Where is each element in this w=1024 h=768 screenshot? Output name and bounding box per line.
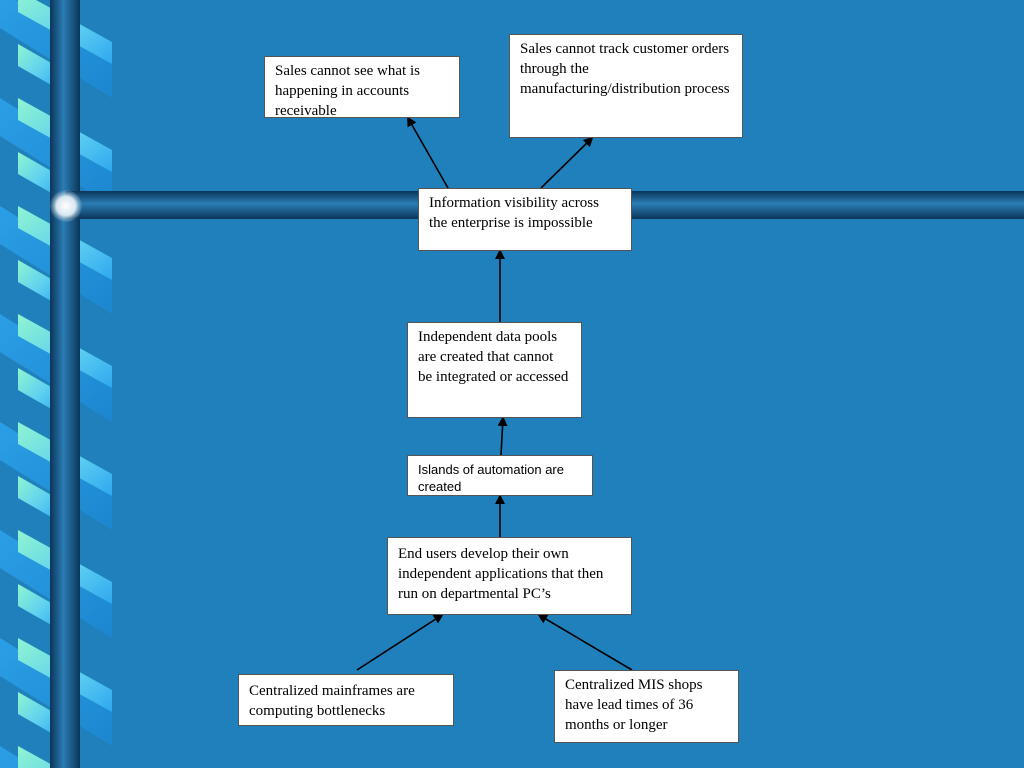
arrow-visibility-to-sales-orders (540, 136, 594, 189)
node-label: Independent data pools are created that … (418, 329, 569, 385)
node-end-users-applications: End users develop their own independent … (387, 537, 632, 615)
node-label: Centralized MIS shops have lead times of… (565, 677, 703, 733)
node-label: Information visibility across the enterp… (429, 195, 599, 231)
node-independent-data-pools: Independent data pools are created that … (407, 322, 582, 418)
node-islands-of-automation: Islands of automation are created (407, 455, 593, 496)
node-label: End users develop their own independent … (398, 546, 604, 602)
node-label: Islands of automation are created (418, 462, 564, 494)
arrow-mainframes-to-end-users (356, 613, 444, 671)
arrow-mis-to-end-users (537, 613, 633, 671)
node-label: Centralized mainframes are computing bot… (249, 683, 415, 719)
node-sales-customer-orders: Sales cannot track customer orders throu… (509, 34, 743, 138)
node-label: Sales cannot track customer orders throu… (520, 41, 730, 97)
arrow-visibility-to-sales-ar (407, 116, 449, 189)
node-label: Sales cannot see what is happening in ac… (275, 63, 420, 118)
node-centralized-mis-shops: Centralized MIS shops have lead times of… (554, 670, 739, 743)
node-centralized-mainframes: Centralized mainframes are computing bot… (238, 674, 454, 726)
node-information-visibility: Information visibility across the enterp… (418, 188, 632, 251)
node-sales-accounts-receivable: Sales cannot see what is happening in ac… (264, 56, 460, 118)
arrow-islands-to-data-pools (497, 416, 508, 456)
